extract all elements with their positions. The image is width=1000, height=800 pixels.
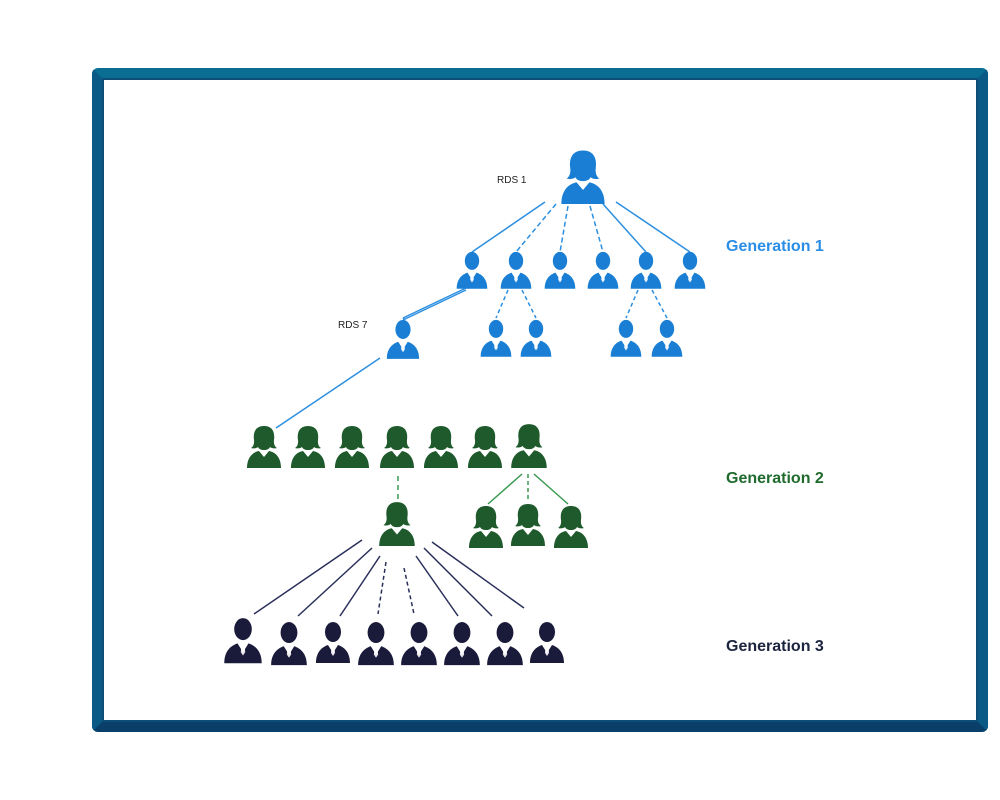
person-gen2-7c	[554, 506, 588, 548]
person-gen2-sponsor	[379, 502, 415, 546]
gen3-connectors	[253, 539, 525, 617]
gen1-connectors	[275, 201, 691, 429]
person-gen1-b1	[480, 319, 512, 357]
person-gen2-2	[291, 426, 325, 468]
person-gen3-7	[487, 622, 523, 666]
gen2-connectors	[397, 473, 569, 505]
person-gen2-7b	[511, 504, 545, 546]
person-gen1-e	[630, 251, 662, 289]
person-gen1-d	[587, 251, 619, 289]
gen3-people	[224, 618, 564, 666]
person-gen3-2	[271, 622, 307, 666]
person-gen2-7a	[469, 506, 503, 548]
person-gen1-e2	[651, 319, 683, 357]
person-gen1-b2	[520, 319, 552, 357]
person-gen1-b	[500, 251, 532, 289]
person-gen2-4	[380, 426, 414, 468]
person-gen3-1	[224, 618, 262, 664]
person-gen2-7	[511, 424, 547, 468]
person-gen1-f	[674, 251, 706, 289]
person-gen2-3	[335, 426, 369, 468]
gen1-people	[386, 150, 706, 359]
person-gen1-c	[544, 251, 576, 289]
person-gen2-5	[424, 426, 458, 468]
person-gen2-1	[247, 426, 281, 468]
person-rds7	[386, 319, 420, 359]
person-gen3-8	[530, 622, 564, 663]
person-rds1-root	[561, 150, 605, 204]
generation-3-label: Generation 3	[726, 638, 824, 655]
person-gen3-3	[316, 622, 350, 663]
person-gen3-5	[401, 622, 437, 666]
generation-2-label: Generation 2	[726, 470, 824, 487]
person-gen3-4	[358, 622, 394, 666]
rds7-tag: RDS 7	[338, 320, 368, 331]
person-gen3-6	[444, 622, 480, 666]
person-gen1-e1	[610, 319, 642, 357]
gen2-people	[247, 424, 588, 548]
person-gen2-6	[468, 426, 502, 468]
generation-1-label: Generation 1	[726, 238, 824, 255]
person-gen1-a	[456, 251, 488, 289]
rds1-tag: RDS 1	[497, 175, 527, 186]
